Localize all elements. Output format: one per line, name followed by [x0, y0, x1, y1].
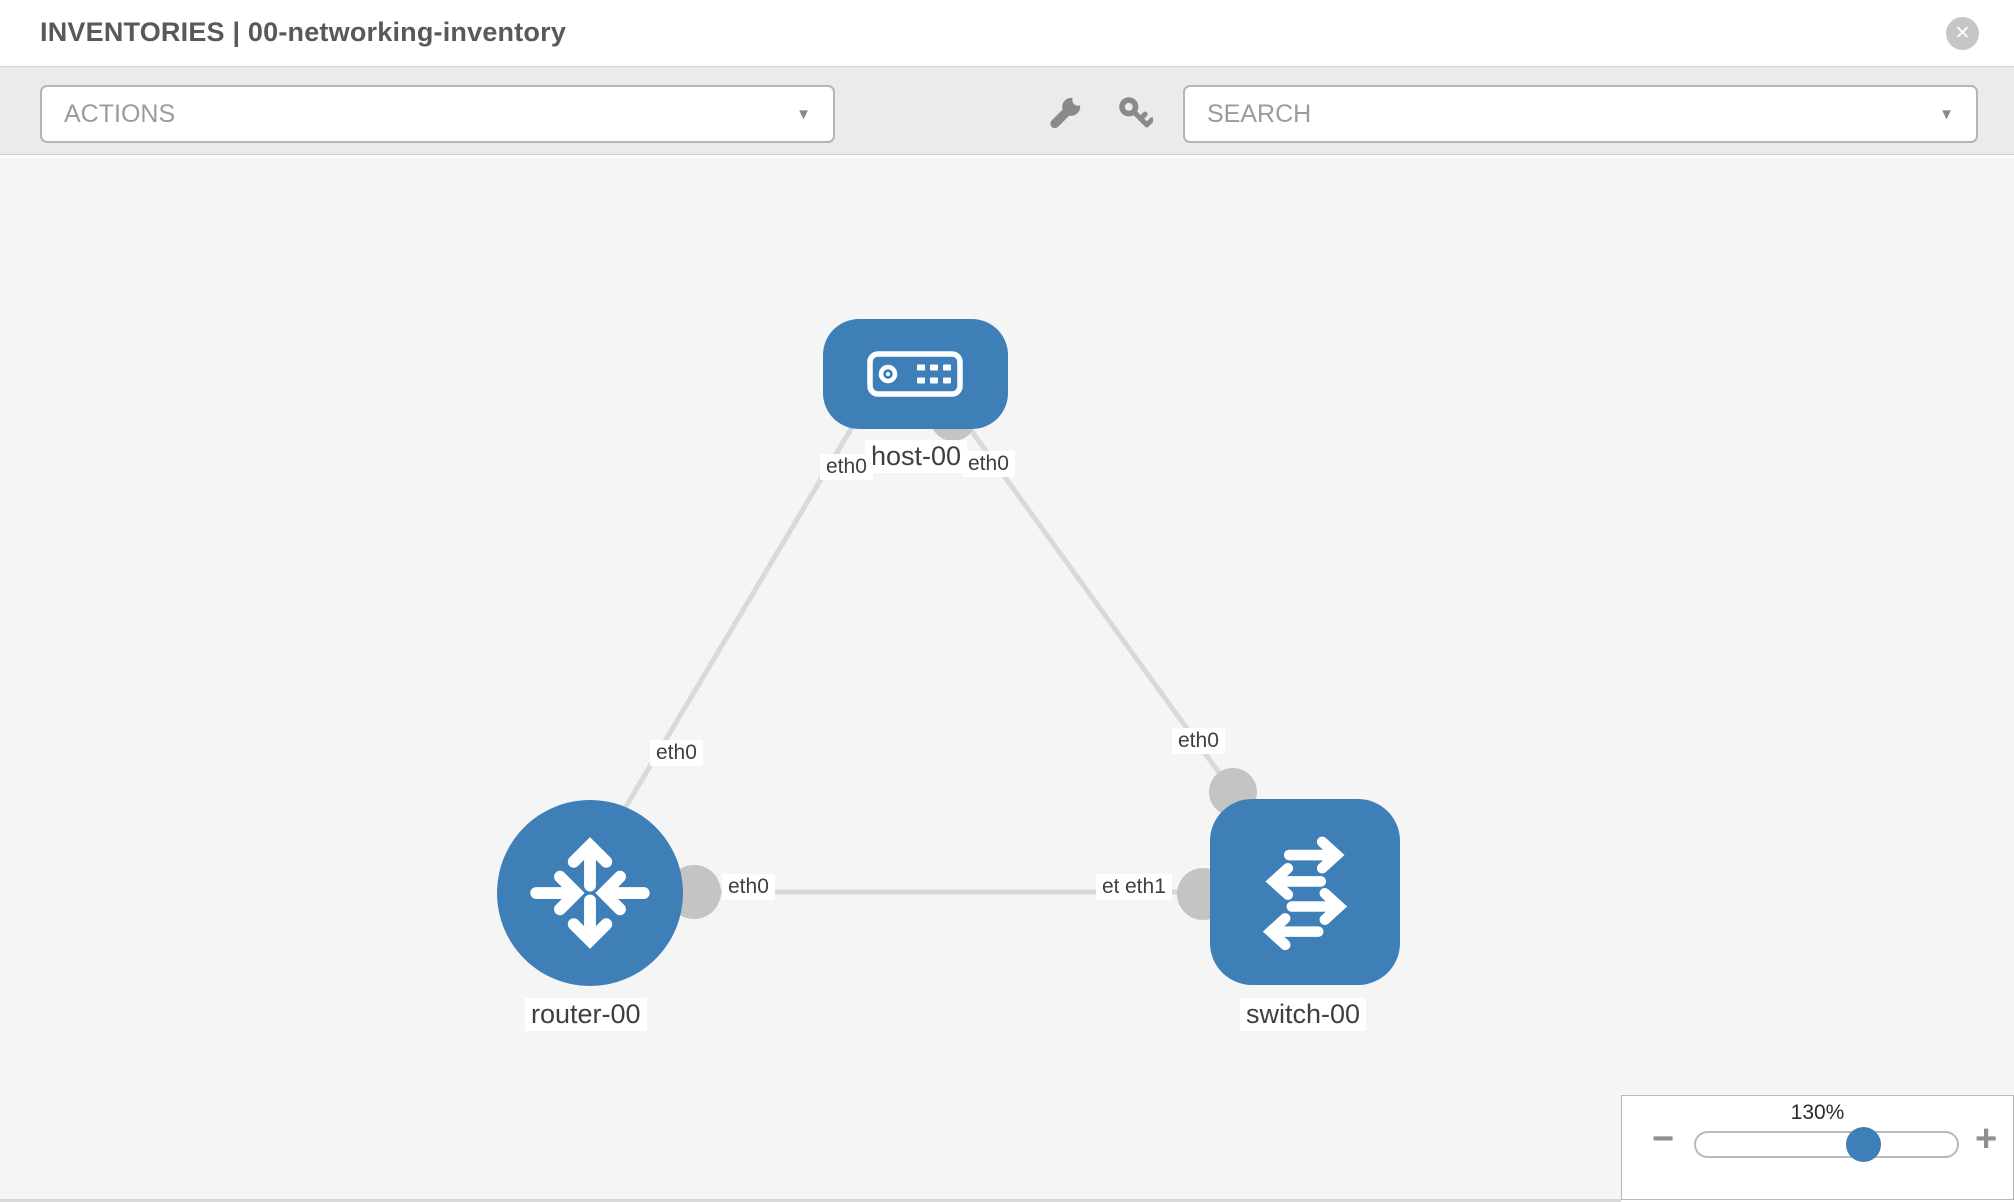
- search-dropdown-label: SEARCH: [1207, 99, 1312, 128]
- zoom-panel: 130% − +: [1621, 1095, 2014, 1200]
- zoom-in-button[interactable]: +: [1975, 1118, 1998, 1160]
- node-label-router-00: router-00: [525, 998, 647, 1031]
- iface-label-switch-diag: eth0: [1172, 728, 1225, 754]
- iface-label-host-right: eth0: [962, 451, 1015, 477]
- zoom-slider-track[interactable]: [1694, 1131, 1959, 1158]
- header-bar: INVENTORIES | 00-networking-inventory ✕: [0, 0, 2014, 66]
- wrench-icon[interactable]: [1047, 94, 1084, 131]
- host-icon: [867, 351, 963, 397]
- topology-links: [609, 400, 1236, 895]
- iface-label-host-left: eth0: [820, 454, 873, 480]
- search-dropdown[interactable]: SEARCH ▼: [1183, 85, 1978, 143]
- zoom-out-button[interactable]: −: [1652, 1118, 1675, 1160]
- node-switch-00[interactable]: [1210, 799, 1400, 985]
- topology-canvas[interactable]: host-00 router-00 switch-00 eth0 eth0 et…: [0, 156, 2014, 1202]
- chevron-down-icon: ▼: [1939, 105, 1954, 123]
- switch-icon: [1262, 836, 1348, 951]
- node-router-00[interactable]: [497, 800, 683, 986]
- router-icon: [530, 837, 650, 949]
- key-icon[interactable]: [1117, 95, 1155, 131]
- page-title: INVENTORIES | 00-networking-inventory: [40, 17, 567, 47]
- chevron-down-icon: ▼: [796, 105, 811, 123]
- toolbar: ACTIONS ▼ SEARCH ▼: [0, 66, 2014, 155]
- close-icon[interactable]: ✕: [1946, 17, 1979, 50]
- node-label-switch-00: switch-00: [1240, 998, 1367, 1031]
- node-host-00[interactable]: [823, 319, 1008, 429]
- close-glyph: ✕: [1954, 23, 1971, 44]
- actions-dropdown-label: ACTIONS: [64, 99, 176, 128]
- zoom-slider-handle[interactable]: [1846, 1127, 1881, 1162]
- node-label-host-00: host-00: [865, 440, 968, 473]
- zoom-level-value: 130%: [1790, 1101, 1845, 1124]
- iface-label-router-horiz: eth0: [722, 874, 775, 900]
- iface-label-switch-horiz: eth1: [1119, 874, 1172, 900]
- actions-dropdown[interactable]: ACTIONS ▼: [40, 85, 835, 143]
- iface-label-router-diag: eth0: [650, 740, 703, 766]
